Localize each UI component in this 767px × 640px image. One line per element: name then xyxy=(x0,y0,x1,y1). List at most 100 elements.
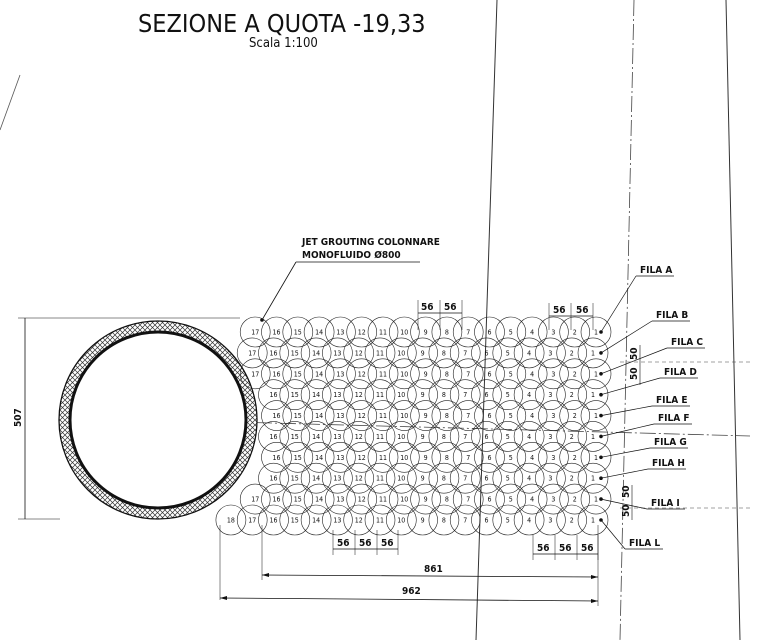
annotation-line-1: JET GROUTING COLONNARE xyxy=(301,237,440,248)
column-number: 9 xyxy=(424,412,428,420)
column-number: 16 xyxy=(272,412,280,420)
column-circle xyxy=(364,462,396,494)
column-circle xyxy=(474,358,505,390)
column-number: 8 xyxy=(445,412,449,420)
column-number: 9 xyxy=(424,329,428,337)
row-marker-dot xyxy=(599,434,603,439)
column-number: 12 xyxy=(358,370,366,378)
column-number: 15 xyxy=(291,475,299,483)
column-circle xyxy=(449,421,481,452)
column-circle xyxy=(449,504,481,536)
row-label: FILA L xyxy=(629,538,660,549)
column-number: 7 xyxy=(466,454,470,462)
column-number: 4 xyxy=(527,391,531,399)
column-circle xyxy=(474,441,505,473)
row-label: FILA H xyxy=(652,458,685,469)
column-number: 5 xyxy=(509,329,513,337)
column-number: 17 xyxy=(248,517,256,525)
column-number: 14 xyxy=(315,412,323,420)
column-number: 17 xyxy=(248,349,256,357)
column-circle xyxy=(556,421,588,452)
column-number: 4 xyxy=(530,496,534,504)
column-circle xyxy=(556,379,588,411)
column-number: 7 xyxy=(466,412,470,420)
column-number: 16 xyxy=(269,349,277,357)
row-leader-line xyxy=(600,498,648,510)
column-circle xyxy=(471,504,502,536)
column-circle xyxy=(367,358,399,390)
column-circle xyxy=(364,379,396,411)
column-circle xyxy=(388,441,420,473)
column-number: 6 xyxy=(487,329,491,337)
column-circle xyxy=(236,504,268,536)
column-circle xyxy=(385,462,417,494)
dim-56-top-2: 56 xyxy=(444,302,457,313)
dim-56-top-3: 56 xyxy=(553,305,566,316)
column-circle xyxy=(431,358,463,390)
column-number: 13 xyxy=(336,496,344,504)
column-number: 15 xyxy=(294,412,302,420)
column-number: 5 xyxy=(509,496,513,504)
column-number: 8 xyxy=(445,454,449,462)
column-circle xyxy=(367,483,399,515)
column-circle xyxy=(346,441,378,473)
column-circle xyxy=(279,421,311,452)
drawing-title: SEZIONE A QUOTA -19,33 xyxy=(138,9,426,38)
column-circle xyxy=(559,358,591,390)
column-number: 14 xyxy=(315,496,323,504)
column-circle xyxy=(538,316,569,348)
column-number: 15 xyxy=(294,370,302,378)
column-number: 16 xyxy=(269,475,277,483)
column-number: 3 xyxy=(548,433,552,441)
column-circle xyxy=(343,504,375,536)
column-circle xyxy=(261,400,292,431)
column-number: 6 xyxy=(484,517,488,525)
dim-861-label: 861 xyxy=(424,564,443,575)
column-circle xyxy=(410,316,441,348)
column-circle xyxy=(556,462,588,494)
column-number: 5 xyxy=(509,454,513,462)
column-number: 7 xyxy=(463,349,467,357)
column-circle xyxy=(367,316,399,348)
column-number: 15 xyxy=(294,454,302,462)
column-circle xyxy=(385,504,417,536)
column-circle xyxy=(346,400,378,431)
column-number: 4 xyxy=(527,517,531,525)
column-circle xyxy=(492,504,524,536)
column-circle xyxy=(516,441,548,473)
column-number: 15 xyxy=(291,517,299,525)
row-leader-line xyxy=(600,377,661,396)
column-circle xyxy=(279,462,311,494)
column-number: 2 xyxy=(570,517,574,525)
column-circle xyxy=(385,337,417,369)
column-circle xyxy=(346,358,378,390)
column-number: 4 xyxy=(530,370,534,378)
dim-56-bot-4: 56 xyxy=(537,543,550,554)
column-circle xyxy=(322,504,353,536)
dim-56-top-4: 56 xyxy=(576,305,589,316)
column-number: 17 xyxy=(251,496,259,504)
column-number: 8 xyxy=(442,349,446,357)
column-circle xyxy=(538,441,569,473)
column-number: 16 xyxy=(272,329,280,337)
column-number: 14 xyxy=(315,329,323,337)
column-circle xyxy=(535,421,566,452)
column-circle xyxy=(538,358,569,390)
row-label: FILA A xyxy=(640,265,672,276)
column-circle xyxy=(559,483,591,515)
column-number: 15 xyxy=(291,433,299,441)
column-circle xyxy=(388,400,420,431)
column-circle xyxy=(343,462,375,494)
dim-962-label: 962 xyxy=(402,586,421,597)
column-circle xyxy=(580,358,612,390)
column-number: 9 xyxy=(421,475,425,483)
column-circle xyxy=(300,462,332,494)
row-label: FILA D xyxy=(664,367,697,378)
column-number: 16 xyxy=(269,391,277,399)
column-circle xyxy=(322,462,353,494)
column-circle xyxy=(449,462,481,494)
column-circle xyxy=(346,483,378,515)
column-circle xyxy=(580,441,612,473)
column-number: 14 xyxy=(312,349,320,357)
